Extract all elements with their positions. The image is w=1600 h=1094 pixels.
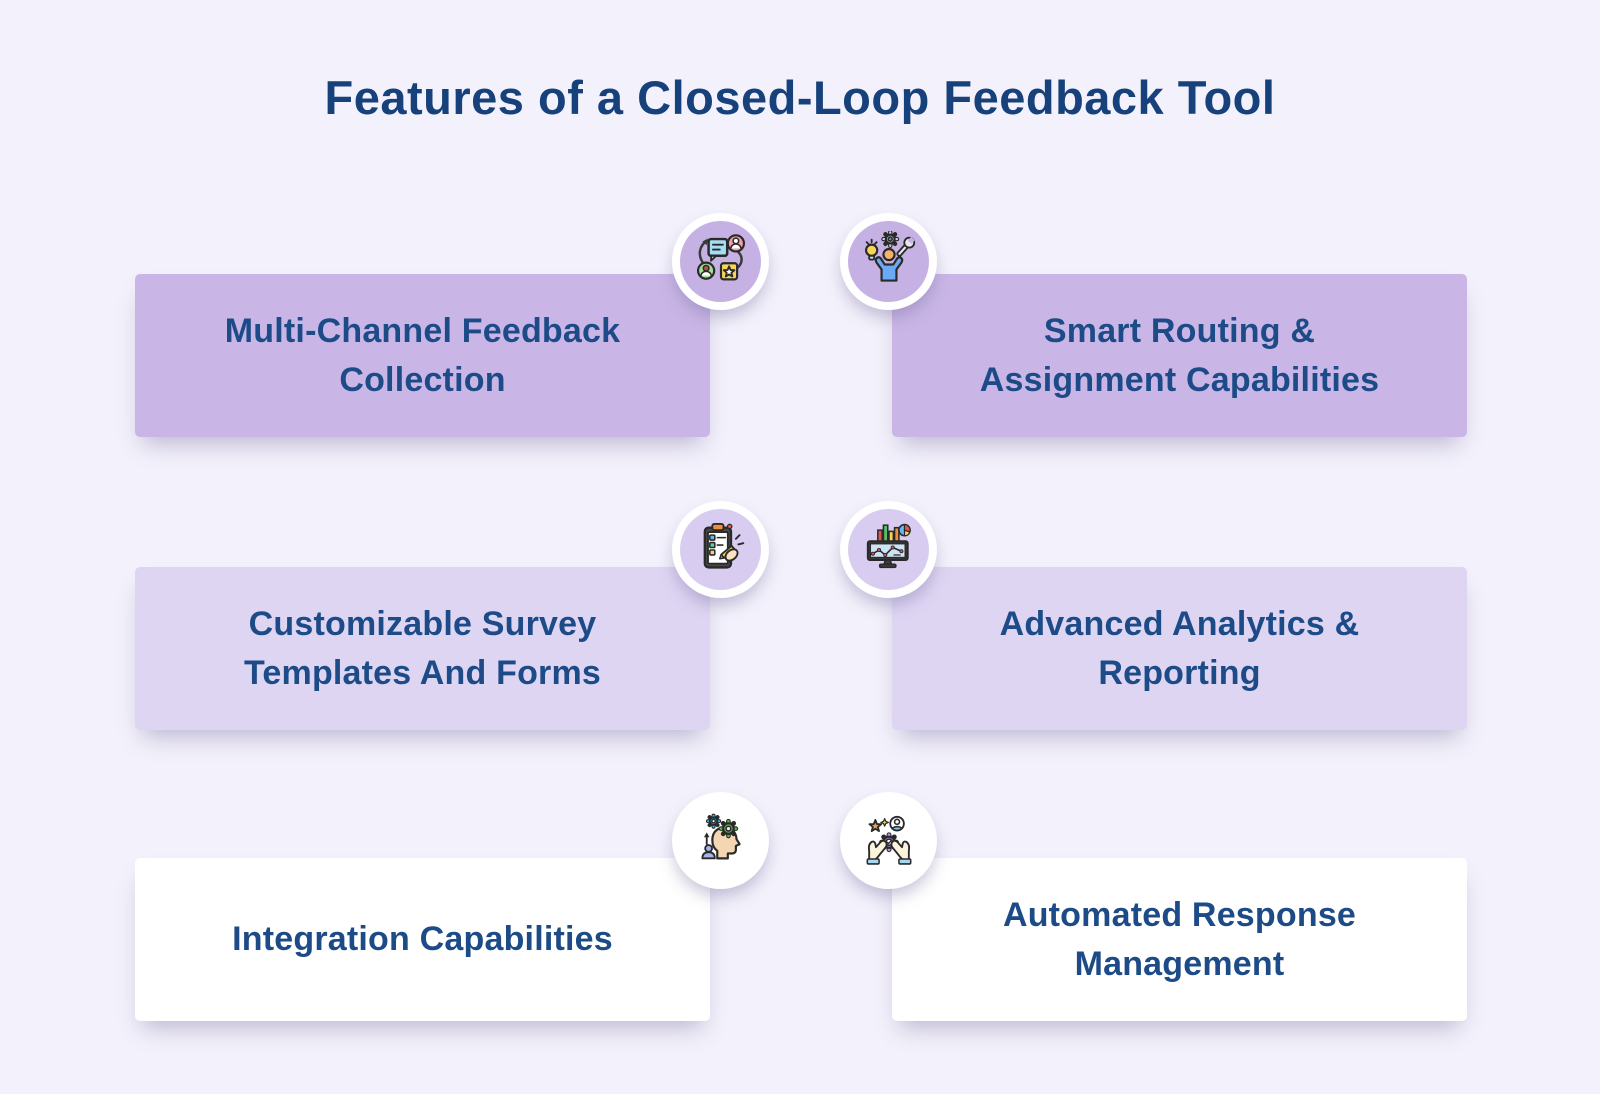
card-label-line: Reporting	[1098, 653, 1261, 692]
icon-badge-integration	[672, 792, 769, 889]
card-label-line: Advanced Analytics &	[999, 604, 1360, 643]
icon-badge-analytics	[840, 501, 937, 598]
page-title: Features of a Closed-Loop Feedback Tool	[324, 71, 1276, 124]
feature-card-smart-routing: Smart Routing & Assignment Capabilities	[892, 274, 1467, 437]
card-label-line: Management	[1074, 944, 1285, 983]
card-label-line: Smart Routing &	[1043, 311, 1316, 350]
icon-badge-survey-templates	[672, 501, 769, 598]
integration-head-gears-icon	[700, 813, 741, 859]
feature-card-survey-templates: Customizable Survey Templates And Forms	[135, 567, 710, 730]
card-label-line: Customizable Survey	[248, 604, 597, 643]
feature-card-multi-channel: Multi-Channel Feedback Collection	[135, 274, 710, 437]
feature-card-automated-response: Automated Response Management	[892, 858, 1467, 1021]
analytics-monitor-icon	[866, 523, 911, 568]
card-label-line: Templates And Forms	[243, 653, 602, 692]
icon-badge-automated-response	[840, 792, 937, 889]
card-label-line: Multi-Channel Feedback	[224, 311, 621, 350]
survey-clipboard-icon	[703, 522, 744, 569]
icon-badge-smart-routing	[840, 213, 937, 310]
feedback-cycle-icon	[696, 233, 745, 280]
feature-card-analytics: Advanced Analytics & Reporting	[892, 567, 1467, 730]
automated-response-hands-icon	[866, 815, 911, 865]
smart-routing-person-icon	[864, 230, 915, 282]
card-label-line: Assignment Capabilities	[979, 360, 1380, 399]
icon-badge-multi-channel	[672, 213, 769, 310]
card-label-line: Automated Response	[1002, 895, 1357, 934]
card-label-line: Collection	[339, 360, 506, 399]
card-label-line: Integration Capabilities	[232, 920, 613, 958]
feature-card-integration: Integration Capabilities	[135, 858, 710, 1021]
